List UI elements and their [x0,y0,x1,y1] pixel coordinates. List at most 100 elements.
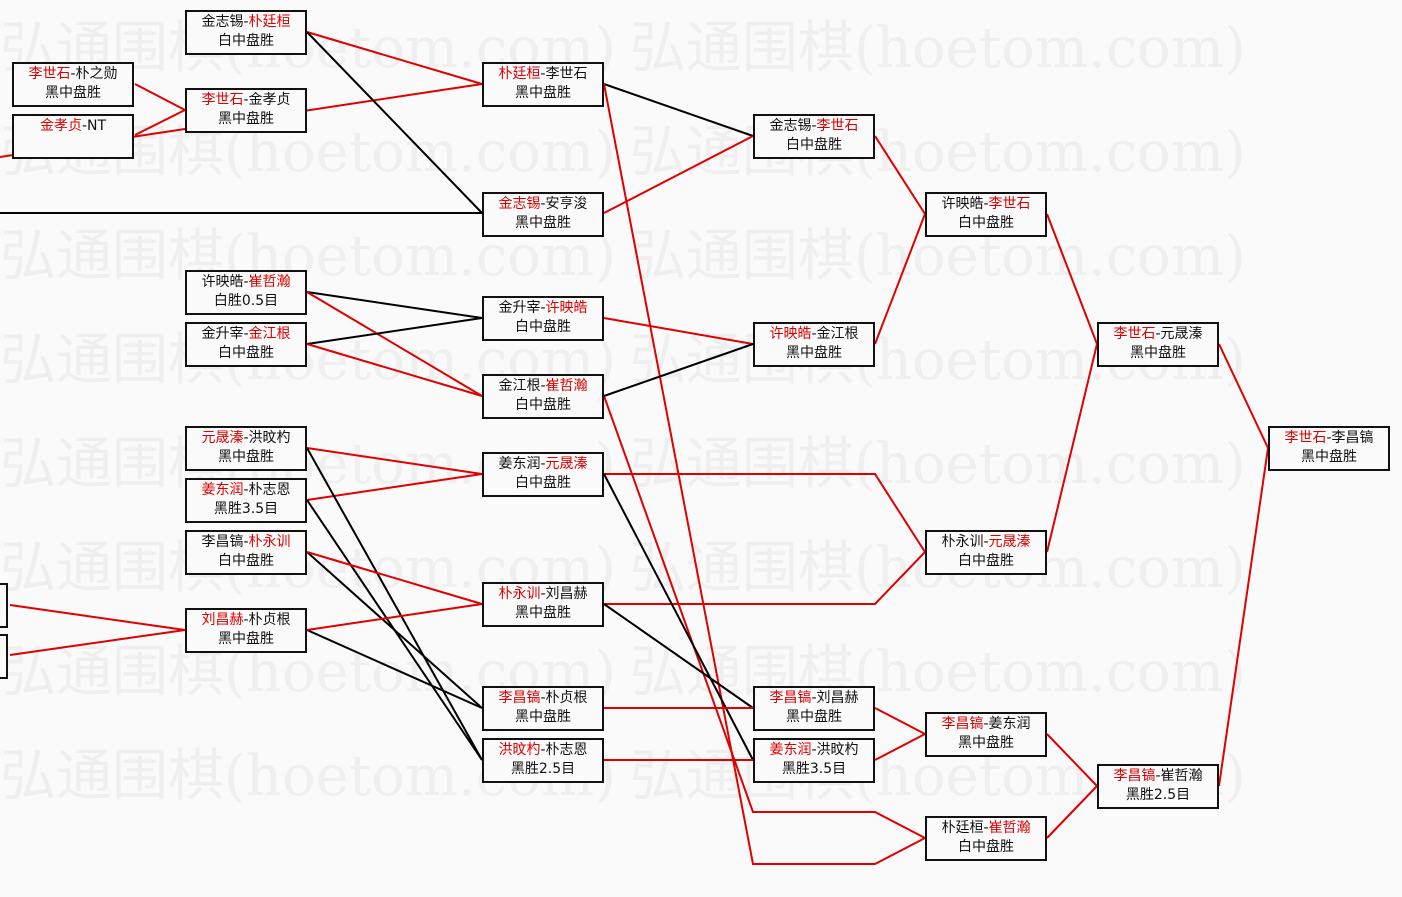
winner-path-line [1046,785,1098,839]
match-result: 黑中盘胜 [1130,345,1186,361]
winner-path-line [1218,447,1269,787]
player-2: 洪旼杓 [816,742,859,758]
player-2: 元晟溱 [988,534,1031,550]
player-2: 刘昌赫 [816,690,859,706]
match-box: 朴永训-元晟溱白中盘胜 [925,530,1047,575]
winner-path-line [604,551,926,605]
player-1: 金志锡 [201,14,244,30]
match-result: 黑中盘胜 [45,85,101,101]
separator: - [811,118,817,134]
player-2: 朴贞根 [248,612,291,628]
player-1: 李昌镐 [201,534,244,550]
separator: - [1155,768,1161,784]
match-box: 姜东润-元晟溱白中盘胜 [482,452,604,497]
match-result: 黑胜3.5目 [781,761,847,777]
watermark-text: 弘通围棋(hoetom.com) [629,432,1246,497]
match-box-partial [0,583,8,628]
player-1: 金江根 [498,378,541,394]
match-result: 白中盘胜 [515,475,571,491]
watermark-text: 弘通围棋(hoetom.com) [629,16,1246,81]
match-players: 朴永训-元晟溱 [927,533,1045,552]
separator: - [540,742,546,758]
separator: - [983,534,989,550]
match-result: 白中盘胜 [515,319,571,335]
match-box: 许映皓-金江根黑中盘胜 [753,322,875,367]
separator: - [243,612,249,628]
watermark-text: 弘通围棋(hoetom.com) [629,120,1246,185]
winner-path-line [306,603,483,631]
match-box: 朴廷桓-崔哲瀚白中盘胜 [925,816,1047,861]
match-players: 朴廷桓-崔哲瀚 [927,819,1045,838]
match-box: 朴廷桓-李世石黑中盘胜 [482,62,604,107]
match-players: 金志锡-安亨浚 [484,195,602,214]
loser-path-line [306,447,483,761]
winner-path-line [306,31,483,85]
match-box: 金江根-崔哲瀚白中盘胜 [482,374,604,419]
player-1: 许映皓 [941,196,984,212]
player-1: 许映皓 [201,274,244,290]
player-1: 金孝贞 [39,118,82,134]
player-1: 姜东润 [769,742,812,758]
match-box: 金升宰-金江根白中盘胜 [185,322,307,367]
winner-path-line [1046,343,1098,553]
player-2: 金孝贞 [248,92,291,108]
match-result: 黑中盘胜 [218,111,274,127]
player-2: 崔哲瀚 [545,378,588,394]
loser-path-line [306,31,483,214]
match-box: 朴永训-刘昌赫黑中盘胜 [482,582,604,627]
player-1: 金升宰 [498,300,541,316]
separator: - [811,690,817,706]
separator: - [243,326,249,342]
player-1: 朴廷桓 [941,820,984,836]
match-box: 金志锡-朴廷桓白中盘胜 [185,10,307,55]
match-result: 黑中盘胜 [515,85,571,101]
separator: - [243,274,249,290]
player-1: 姜东润 [498,456,541,472]
match-result: 白中盘胜 [218,33,274,49]
winner-path-line [306,291,483,397]
winner-path-line [603,317,754,345]
match-players: 许映皓-李世石 [927,195,1045,214]
match-box: 李昌镐-姜东润黑中盘胜 [925,712,1047,757]
match-result: 黑中盘胜 [218,449,274,465]
winner-path-line [306,473,483,501]
player-2: 金江根 [248,326,291,342]
match-players: 姜东润-洪旼杓 [755,741,873,760]
player-2: 李世石 [545,66,588,82]
match-players: 金江根-崔哲瀚 [484,377,602,396]
match-players: 李昌镐-朴贞根 [484,689,602,708]
match-players: 刘昌赫-朴贞根 [187,611,305,630]
separator: - [540,378,546,394]
player-1: 李昌镐 [941,716,984,732]
match-box: 洪旼杓-朴志恩黑胜2.5目 [482,738,604,783]
match-result: 白中盘胜 [218,345,274,361]
match-result: 黑胜2.5目 [510,761,576,777]
winner-path-line [306,447,483,475]
player-2: 朴贞根 [545,690,588,706]
player-1: 金志锡 [498,196,541,212]
match-result: 白中盘胜 [786,137,842,153]
match-box: 李昌镐-刘昌赫黑中盘胜 [753,686,875,731]
match-box: 姜东润-朴志恩黑胜3.5目 [185,478,307,523]
player-2: 崔哲瀚 [248,274,291,290]
match-box: 金志锡-李世石白中盘胜 [753,114,875,159]
match-players: 元晟溱-洪旼杓 [187,429,305,448]
match-players: 姜东润-元晟溱 [484,455,602,474]
match-players: 金志锡-李世石 [755,117,873,136]
player-1: 金升宰 [201,326,244,342]
separator: - [983,820,989,836]
player-1: 朴永训 [498,586,541,602]
separator: - [540,196,546,212]
separator: - [243,92,249,108]
separator: - [81,118,88,134]
winner-path-line [604,473,926,553]
separator: - [540,300,546,316]
player-1: 姜东润 [201,482,244,498]
match-players: 朴廷桓-李世石 [484,65,602,84]
match-result: 白中盘胜 [958,839,1014,855]
player-1: 刘昌赫 [201,612,244,628]
match-result: 白中盘胜 [515,397,571,413]
match-box: 李昌镐-朴贞根黑中盘胜 [482,686,604,731]
player-2: 金江根 [816,326,859,342]
